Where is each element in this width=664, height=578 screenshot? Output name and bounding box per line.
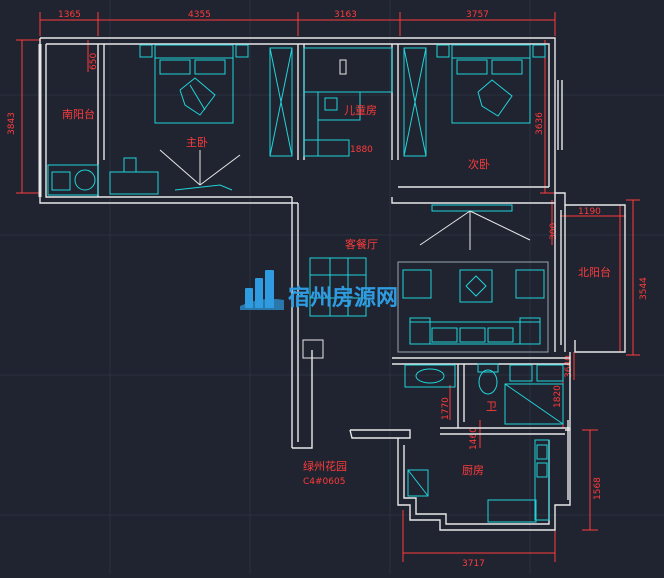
tv-cabinet: [419, 204, 531, 250]
dining-table: [302, 257, 367, 359]
dim-bath-3: 1460: [469, 427, 479, 450]
label-second-bedroom: 次卧: [468, 157, 490, 171]
label-bathroom: 卫: [486, 400, 497, 413]
walls: [38, 37, 626, 531]
dimension-lines: [16, 12, 640, 562]
label-south-balcony: 南阳台: [62, 107, 95, 121]
dim-left-small: 650: [89, 53, 99, 70]
label-community-code: C4#0605: [303, 477, 345, 487]
dim-bath-2: 1820: [553, 385, 563, 408]
bathroom-fixtures: [404, 363, 564, 425]
dim-bath-1: 1770: [441, 397, 451, 420]
label-community: 绿州花园: [303, 459, 347, 473]
dim-top-3: 3163: [334, 10, 357, 20]
dim-north-balcony-h: 3544: [639, 277, 649, 300]
dim-top-4: 3757: [466, 10, 489, 20]
washing-machine: [47, 164, 99, 196]
label-north-balcony: 北阳台: [578, 265, 611, 279]
label-kids-room: 儿童房: [344, 103, 377, 117]
label-kitchen: 厨房: [462, 464, 484, 477]
watermark-text: 宿州房源网: [288, 285, 398, 311]
master-bed: [139, 44, 249, 124]
dim-kitchen-h: 1568: [593, 477, 603, 500]
dim-left-total: 3843: [7, 112, 17, 135]
kitchen-fixtures: [407, 439, 550, 523]
dim-bottom: 3717: [462, 559, 485, 569]
dim-north-balcony-w: 1190: [578, 207, 601, 217]
dim-right-step: 300: [549, 223, 559, 240]
building-logo-icon: [240, 270, 284, 310]
kids-wardrobe: [303, 47, 393, 157]
dim-top-1: 1365: [58, 10, 81, 20]
second-bed: [436, 44, 546, 124]
dim-right-bedroom: 3636: [535, 112, 545, 135]
second-wardrobe: [403, 47, 427, 157]
master-wardrobe: [269, 47, 293, 157]
master-desk: [109, 149, 241, 195]
label-master-bedroom: 主卧: [186, 136, 208, 149]
dim-top-2: 4355: [188, 10, 211, 20]
furniture: [47, 44, 564, 523]
label-living-dining: 客餐厅: [345, 237, 378, 251]
sofa-set: [397, 261, 549, 353]
label-door-height: 1880: [350, 145, 373, 155]
dim-right-lower: 3640: [564, 355, 574, 378]
